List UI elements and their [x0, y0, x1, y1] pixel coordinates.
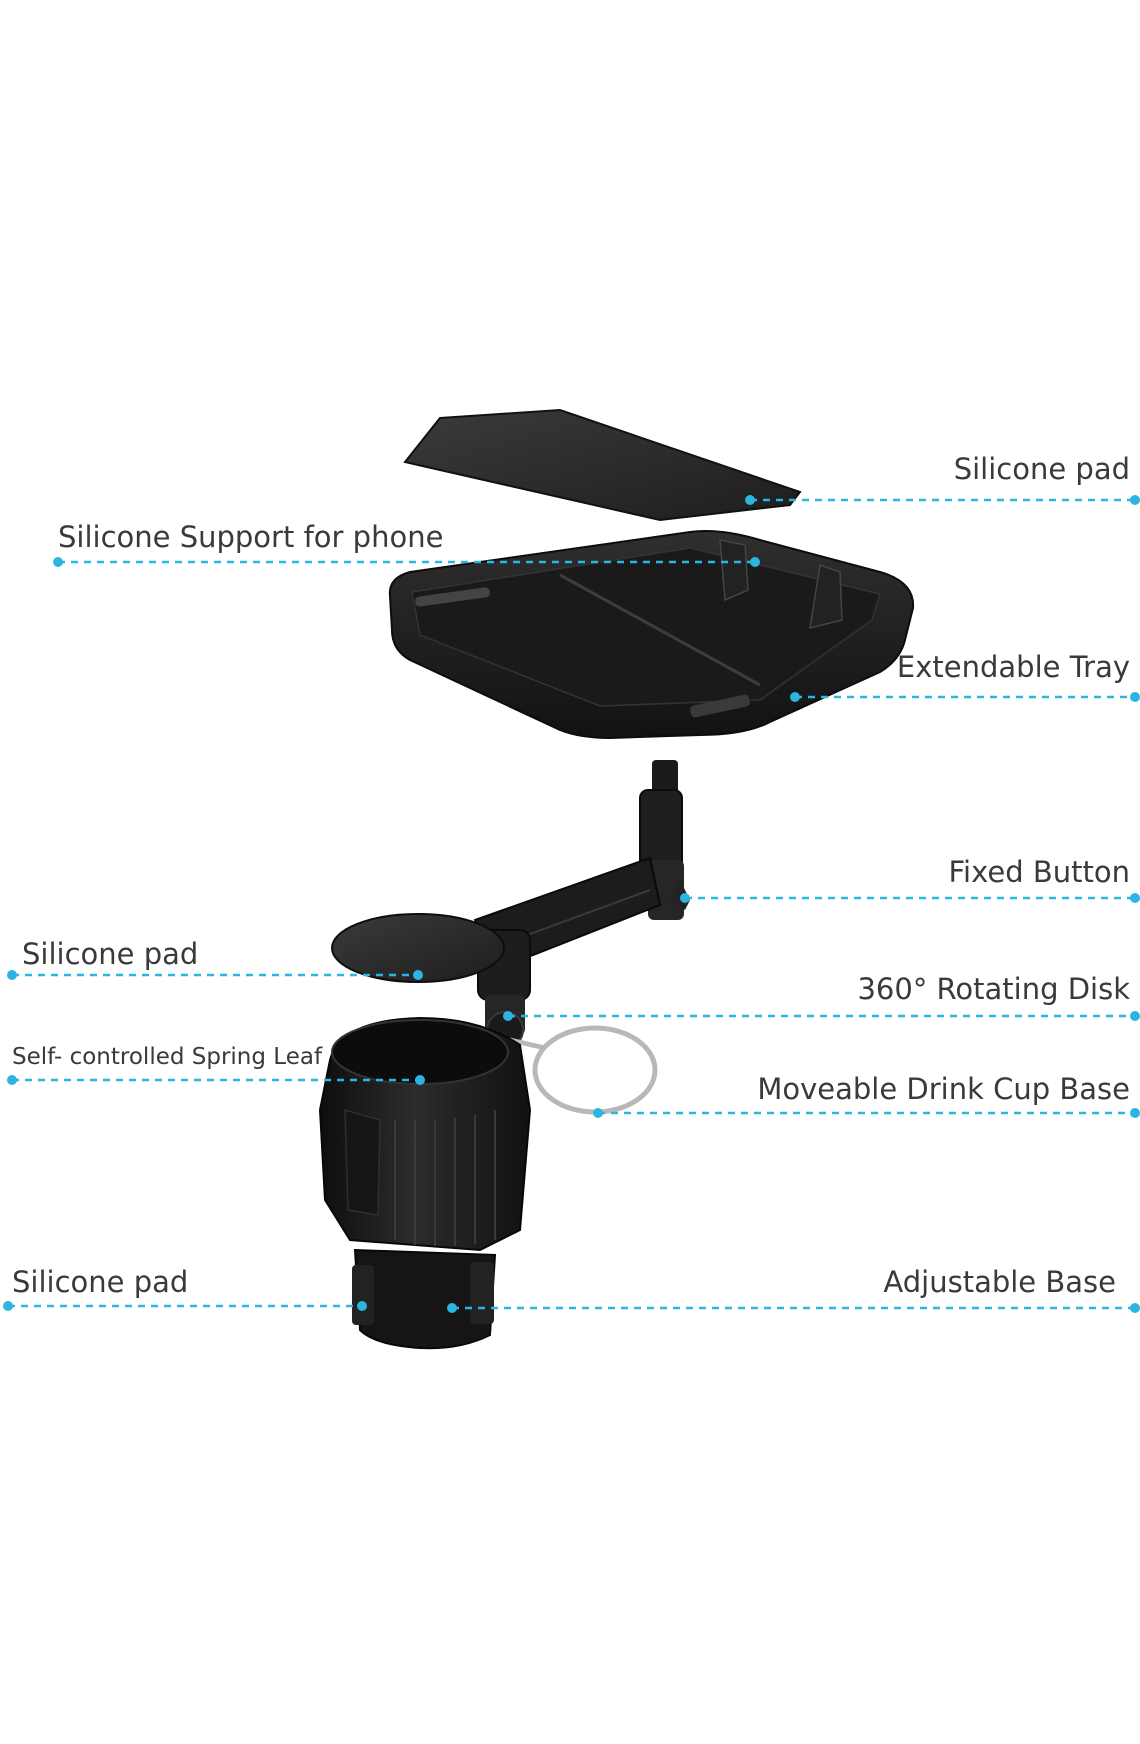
label-silicone-pad-bottom: Silicone pad [12, 1265, 189, 1299]
rotating-disk-pad [331, 913, 505, 983]
swivel-arm [473, 760, 690, 1049]
extendable-tray [388, 530, 915, 740]
label-adjustable-base: Adjustable Base [883, 1265, 1116, 1299]
tray-silicone-pad [403, 408, 802, 522]
cup-holder-body [318, 1016, 532, 1350]
label-fixed-button: Fixed Button [948, 855, 1130, 889]
label-drink-cup-base: Moveable Drink Cup Base [757, 1072, 1130, 1106]
label-spring-leaf: Self- controlled Spring Leaf [12, 1044, 323, 1070]
leader-lines [8, 498, 1135, 1310]
label-rotating-disk: 360° Rotating Disk [857, 972, 1130, 1006]
label-extendable-tray: Extendable Tray [896, 650, 1130, 684]
label-silicone-support-phone: Silicone Support for phone [58, 520, 444, 554]
drink-cup-ring [509, 1025, 658, 1115]
leader-dots [3, 495, 1140, 1313]
label-silicone-pad-top: Silicone pad [953, 452, 1130, 486]
label-silicone-pad-disk: Silicone pad [22, 937, 199, 971]
